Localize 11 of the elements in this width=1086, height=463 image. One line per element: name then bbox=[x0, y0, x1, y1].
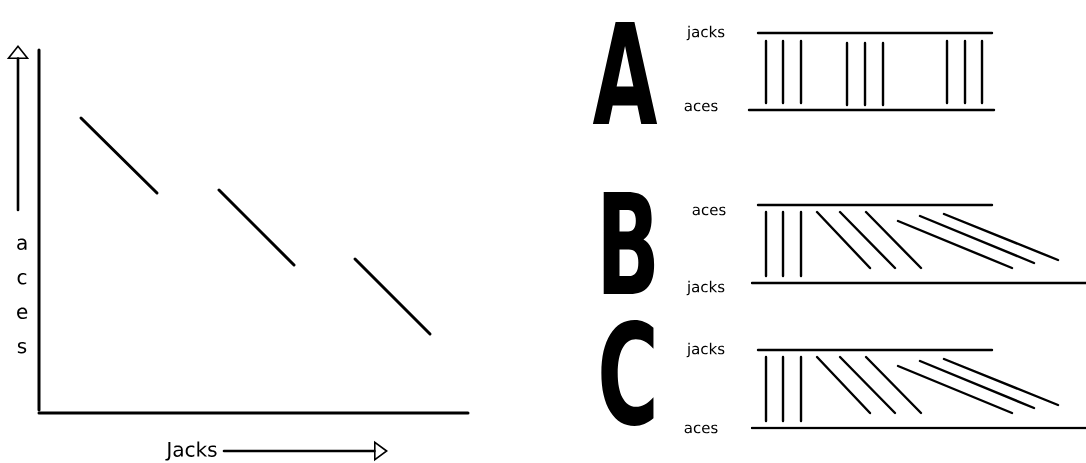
strand-label: aces bbox=[692, 206, 726, 216]
panel-letter: C bbox=[601, 320, 654, 426]
panel-letter: A bbox=[592, 21, 658, 125]
axis-label: Jacks bbox=[165, 441, 217, 461]
strand-label: jacks bbox=[686, 342, 725, 358]
strand-label: aces bbox=[684, 424, 718, 434]
strand-label: aces bbox=[684, 102, 718, 112]
panel-letter: B bbox=[603, 191, 655, 295]
strand-label: jacks bbox=[686, 280, 725, 296]
axis-label: aces bbox=[17, 238, 28, 354]
strand-label: jacks bbox=[686, 25, 725, 41]
